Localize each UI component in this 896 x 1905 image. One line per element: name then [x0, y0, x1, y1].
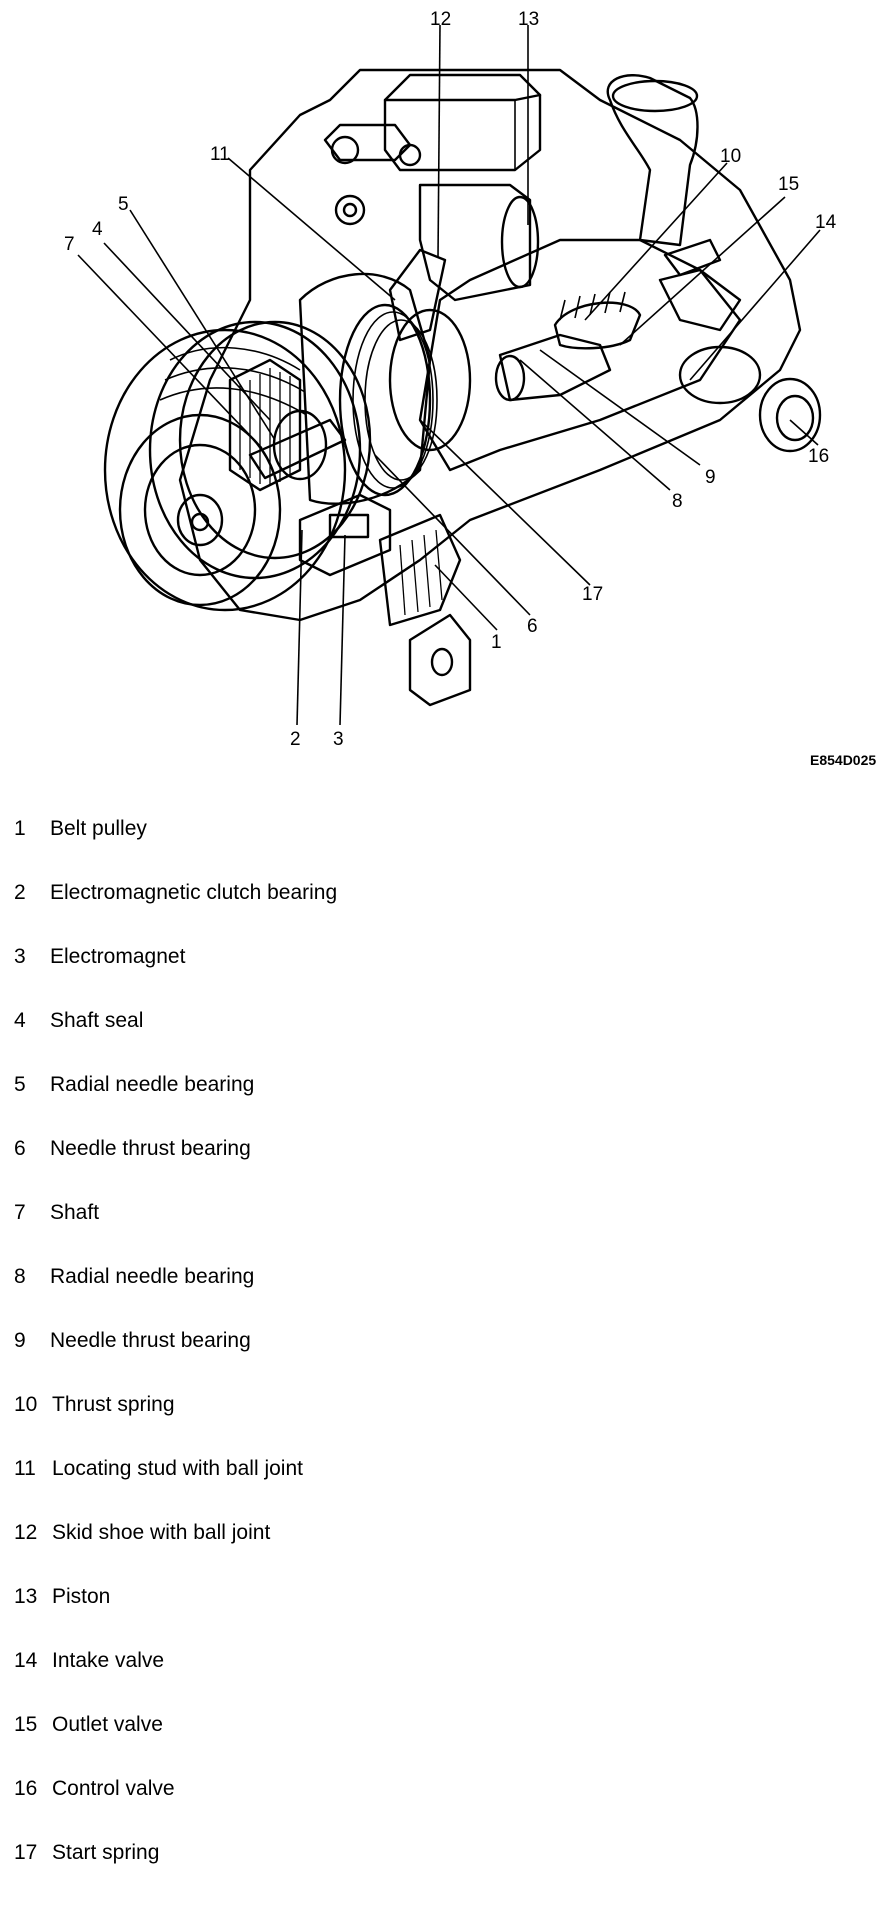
legend-label: Needle thrust bearing [50, 1137, 251, 1160]
legend-number: 1 [14, 817, 26, 840]
callout-3: 3 [333, 729, 344, 750]
callout-15: 15 [778, 174, 799, 195]
callout-5: 5 [118, 194, 129, 215]
legend-label: Radial needle bearing [50, 1265, 255, 1288]
legend-label: Outlet valve [52, 1713, 163, 1736]
legend-item: 13 Piston [14, 1585, 874, 1649]
callout-9: 9 [705, 467, 716, 488]
callout-8: 8 [672, 491, 683, 512]
parts-legend: 1 Belt pulley 2 Electromagnetic clutch bear… [14, 817, 874, 1905]
callout-2: 2 [290, 729, 301, 750]
legend-label: Start spring [52, 1841, 160, 1864]
callout-1: 1 [491, 632, 502, 653]
legend-number: 5 [14, 1073, 26, 1096]
legend-number: 17 [14, 1841, 38, 1864]
legend-number: 4 [14, 1009, 26, 1032]
figure-id: E854D025 [810, 752, 876, 768]
compressor-cutaway-diagram: 12 13 11 10 15 14 5 4 7 16 9 8 17 6 1 2 … [0, 0, 896, 770]
legend-item: 7 Shaft [14, 1201, 874, 1265]
legend-label: Skid shoe with ball joint [52, 1521, 271, 1544]
legend-number: 14 [14, 1649, 38, 1672]
legend-item: 12 Skid shoe with ball joint [14, 1521, 874, 1585]
legend-label: Thrust spring [52, 1393, 175, 1416]
legend-number: 13 [14, 1585, 38, 1608]
legend-number: 8 [14, 1265, 26, 1288]
callout-7: 7 [64, 234, 75, 255]
belt-pulley [103, 320, 372, 612]
legend-number: 9 [14, 1329, 26, 1352]
legend-label: Control valve [52, 1777, 175, 1800]
legend-number: 6 [14, 1137, 26, 1160]
electromagnet-block [298, 493, 462, 627]
callout-12: 12 [430, 9, 451, 30]
legend-label: Belt pulley [50, 817, 147, 840]
legend-item: 2 Electromagnetic clutch bearing [14, 881, 874, 945]
callout-labels: 12 13 11 10 15 14 5 4 7 16 9 8 17 6 1 2 … [64, 9, 876, 768]
legend-item: 4 Shaft seal [14, 1009, 874, 1073]
compressor-housing [178, 68, 802, 622]
legend-item: 3 Electromagnet [14, 945, 874, 1009]
legend-label: Shaft [50, 1201, 100, 1224]
legend-item: 16 Control valve [14, 1777, 874, 1841]
compressor-illustration: 12 13 11 10 15 14 5 4 7 16 9 8 17 6 1 2 … [64, 9, 876, 768]
legend-number: 2 [14, 881, 26, 904]
callout-17: 17 [582, 584, 603, 605]
upper-fittings [323, 123, 422, 226]
callout-11: 11 [210, 144, 230, 165]
cylinder-head-block [383, 73, 542, 302]
rear-valve-assembly [658, 238, 822, 453]
legend-number: 16 [14, 1777, 38, 1800]
legend-label: Electromagnet [50, 945, 186, 968]
legend-item: 5 Radial needle bearing [14, 1073, 874, 1137]
legend-item: 15 Outlet valve [14, 1713, 874, 1777]
callout-13: 13 [518, 9, 539, 30]
legend-number: 3 [14, 945, 26, 968]
legend-item: 8 Radial needle bearing [14, 1265, 874, 1329]
legend-item: 10 Thrust spring [14, 1393, 874, 1457]
legend-label: Electromagnetic clutch bearing [50, 881, 338, 904]
mounting-foot [408, 613, 472, 707]
legend-label: Locating stud with ball joint [52, 1457, 303, 1480]
legend-number: 11 [14, 1457, 36, 1480]
legend-label: Piston [52, 1585, 111, 1608]
legend-label: Needle thrust bearing [50, 1329, 251, 1352]
legend-item: 6 Needle thrust bearing [14, 1137, 874, 1201]
legend-label: Intake valve [52, 1649, 165, 1672]
legend-number: 7 [14, 1201, 26, 1224]
legend-item: 14 Intake valve [14, 1649, 874, 1713]
callout-16: 16 [808, 446, 829, 467]
callout-14: 14 [815, 212, 837, 233]
callout-6: 6 [527, 616, 538, 637]
legend-number: 12 [14, 1521, 38, 1544]
clutch-cutaway [228, 358, 347, 492]
piston-spring-assembly [494, 291, 642, 402]
callout-10: 10 [720, 146, 741, 167]
callout-4: 4 [92, 219, 103, 240]
discharge-pipe [606, 74, 699, 247]
leader-lines [77, 24, 821, 726]
legend-label: Shaft seal [50, 1009, 144, 1032]
legend-label: Radial needle bearing [50, 1073, 255, 1096]
legend-item: 11 Locating stud with ball joint [14, 1457, 874, 1521]
legend-item: 17 Start spring [14, 1841, 874, 1905]
legend-number: 15 [14, 1713, 38, 1736]
legend-number: 10 [14, 1393, 38, 1416]
legend-item: 9 Needle thrust bearing [14, 1329, 874, 1393]
swash-plate [338, 248, 472, 497]
legend-item: 1 Belt pulley [14, 817, 874, 881]
